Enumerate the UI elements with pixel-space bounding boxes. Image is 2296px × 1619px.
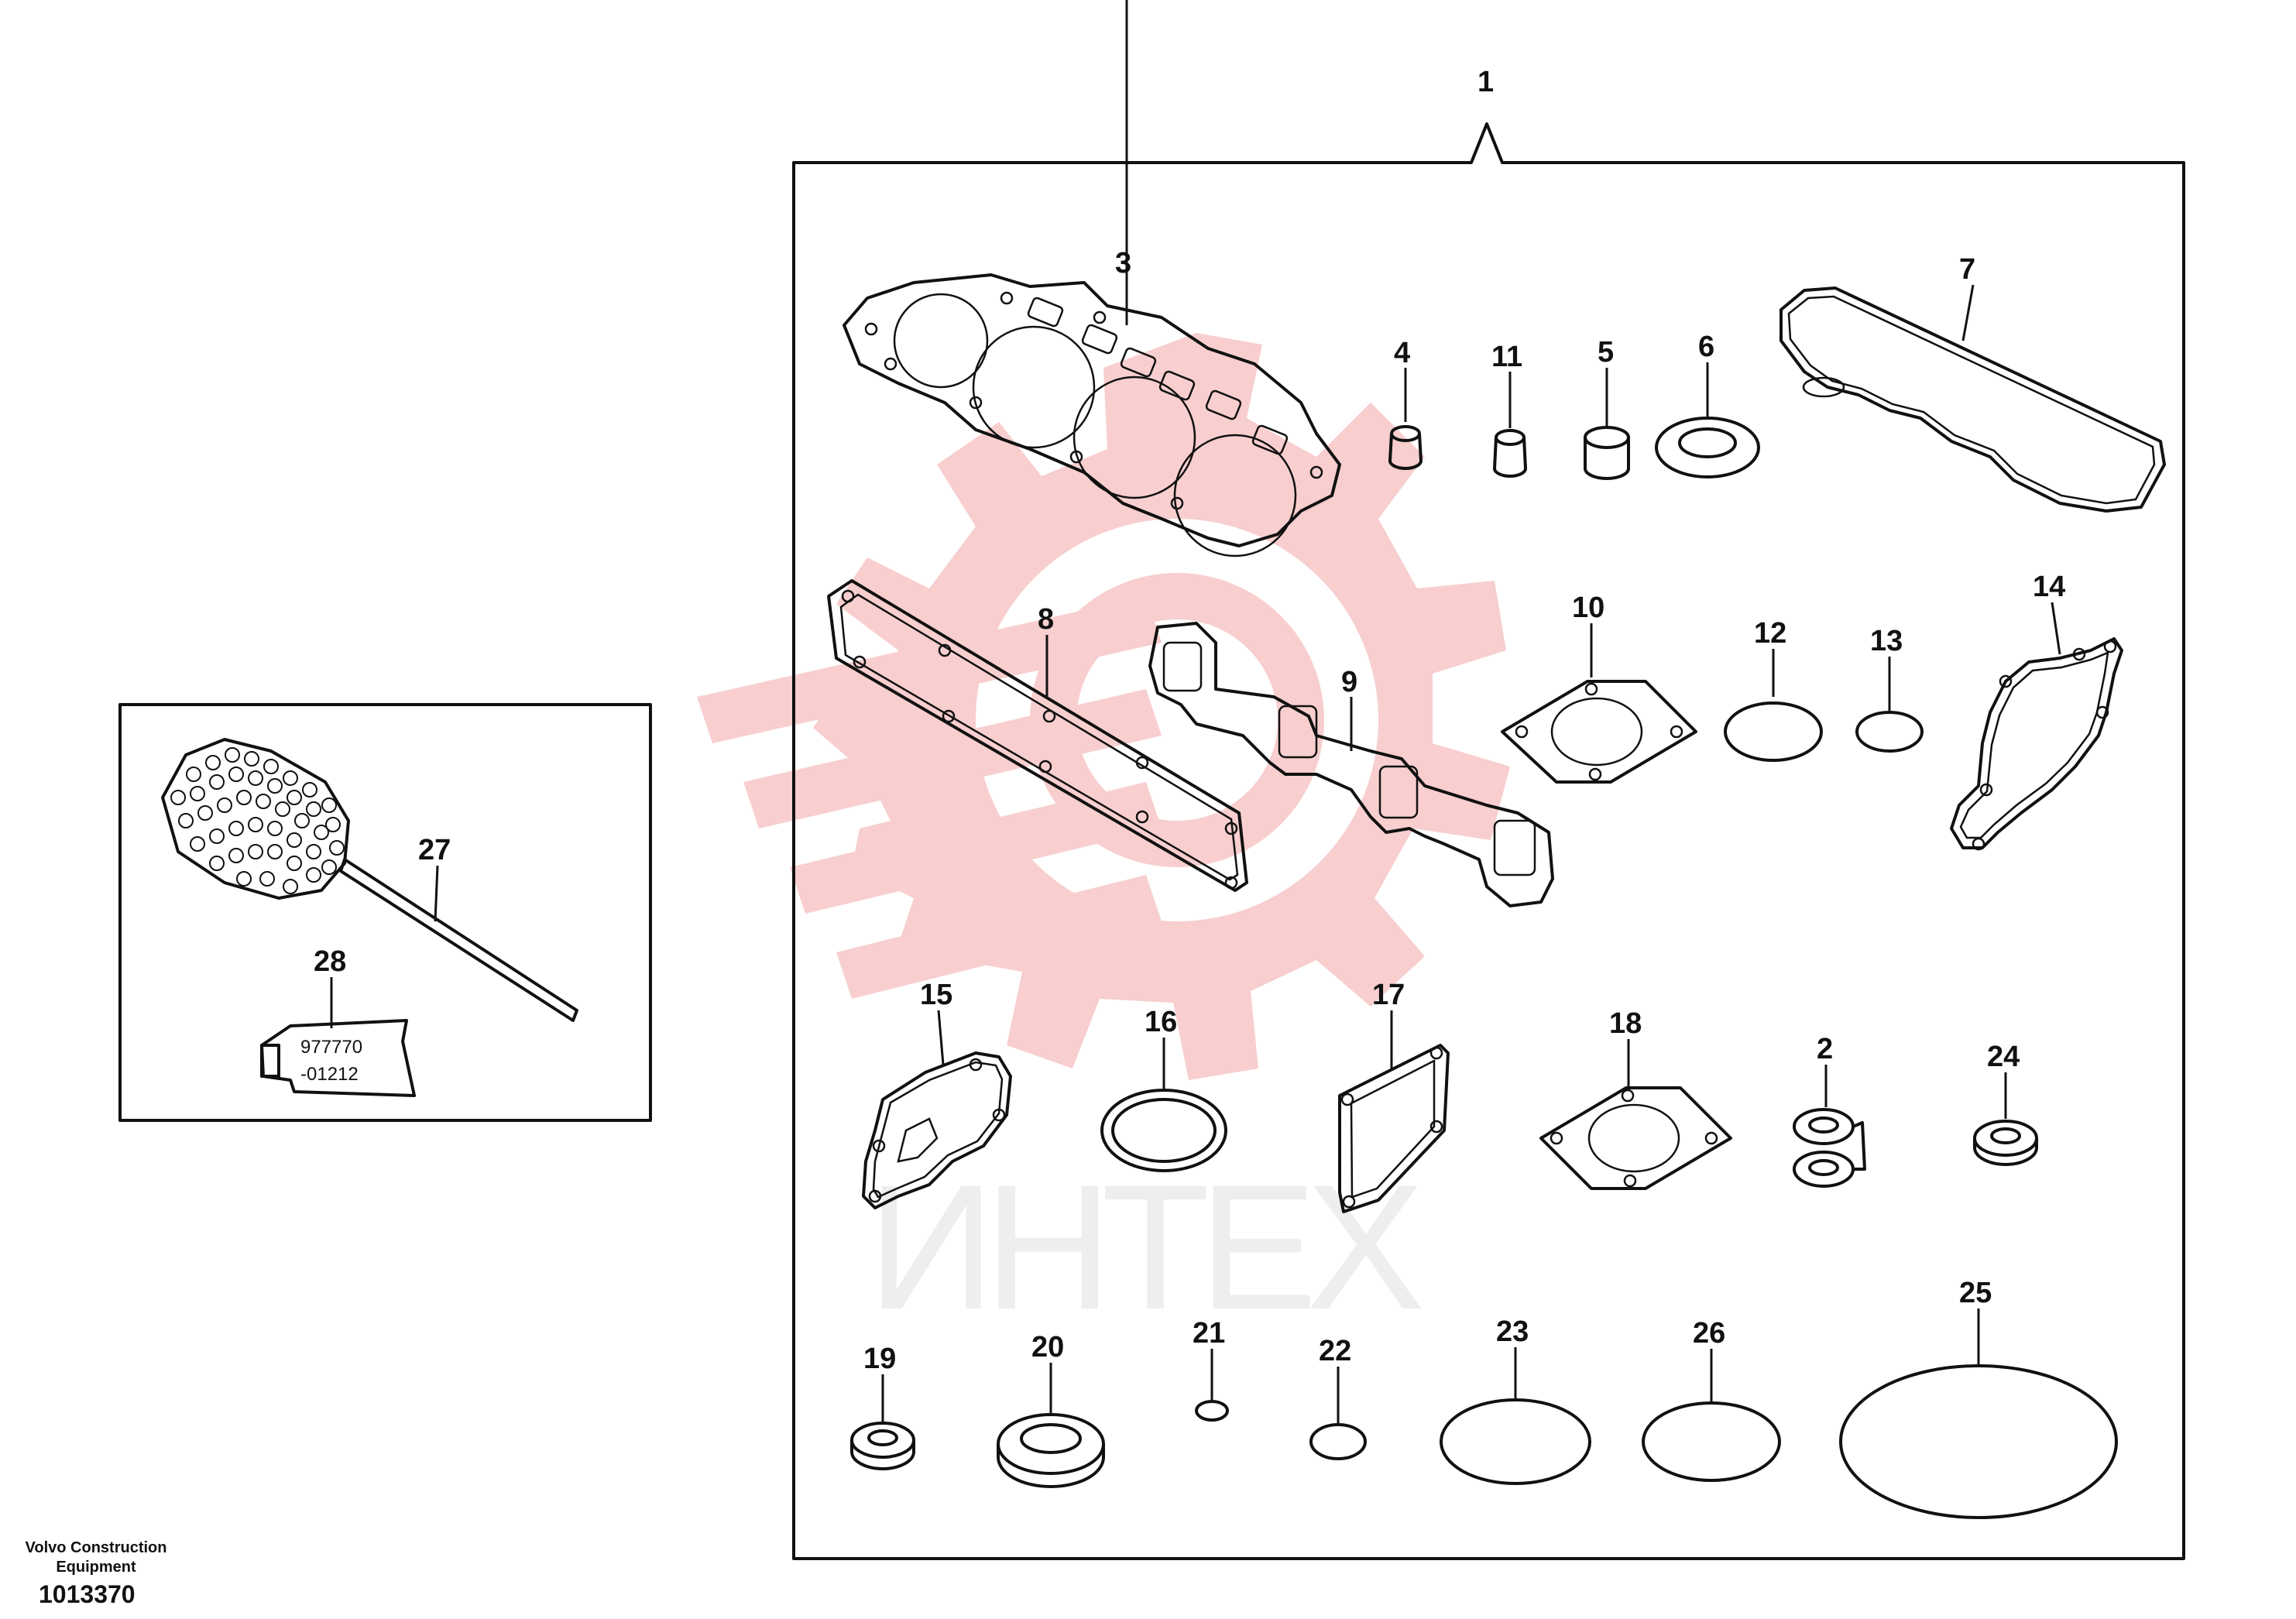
o-ring-22: 22 — [1309, 1335, 1367, 1460]
o-ring-23: 23 — [1440, 1315, 1591, 1485]
tube-label-line2: -01212 — [300, 1064, 359, 1085]
washer-24: 24 — [1973, 1041, 2038, 1166]
part-label-27: 27 — [418, 834, 451, 866]
part-label-17: 17 — [1372, 979, 1405, 1011]
watermark-text: ИНТЕХ — [867, 1147, 1425, 1346]
part-label-2: 2 — [1817, 1033, 1833, 1065]
part-label-9: 9 — [1341, 666, 1357, 698]
part-label-6: 6 — [1698, 331, 1714, 363]
watermark-gear-logo: ИНТЕХ — [697, 333, 1510, 1346]
part-label-21: 21 — [1193, 1317, 1225, 1350]
o-ring-16: 16 — [1100, 1006, 1227, 1172]
bushing-5: 5 — [1584, 336, 1630, 480]
valve-stem-seal-11: 11 — [1491, 341, 1527, 478]
part-label-1: 1 — [1477, 66, 1494, 98]
part-label-28: 28 — [314, 945, 346, 978]
part-label-8: 8 — [1038, 603, 1054, 636]
document-number: 1013370 — [39, 1580, 136, 1608]
gasket-17: 17 — [1338, 979, 1450, 1213]
part-label-4: 4 — [1394, 337, 1410, 369]
part-label-5: 5 — [1598, 336, 1614, 369]
o-ring-26: 26 — [1642, 1317, 1781, 1482]
water-pump-gasket: 14 — [1950, 571, 2123, 851]
part-label-19: 19 — [863, 1343, 896, 1375]
seal-2: 2 — [1793, 1033, 1866, 1188]
part-label-11: 11 — [1491, 341, 1522, 373]
gasket-18: 18 — [1539, 1007, 1732, 1190]
part-label-26: 26 — [1693, 1317, 1725, 1350]
part-label-22: 22 — [1319, 1335, 1351, 1367]
part-label-14: 14 — [2033, 571, 2065, 603]
part-label-7: 7 — [1959, 253, 1975, 286]
valve-stem-seal-4: 4 — [1388, 337, 1423, 470]
valve-cover-gasket: 7 — [1779, 253, 2166, 513]
part-label-20: 20 — [1031, 1331, 1064, 1363]
part-label-12: 12 — [1754, 617, 1786, 650]
part-label-25: 25 — [1959, 1277, 1992, 1309]
part-label-10: 10 — [1572, 592, 1604, 624]
part-label-15: 15 — [920, 979, 952, 1011]
kit-frame: 1 — [792, 66, 2185, 1560]
grease-tube: 977770 -01212 28 — [260, 945, 416, 1097]
cylinder-hone-brush: 27 — [161, 738, 578, 1022]
part-label-23: 23 — [1496, 1315, 1529, 1348]
washer-19: 19 — [850, 1343, 915, 1470]
exhaust-manifold-gasket: 9 — [1148, 622, 1554, 907]
part-label-18: 18 — [1609, 1007, 1642, 1040]
o-ring-12: 12 — [1724, 617, 1823, 762]
washer-20: 20 — [997, 1331, 1105, 1488]
o-ring-13: 13 — [1855, 625, 1924, 753]
washer-6: 6 — [1655, 331, 1760, 478]
part-label-13: 13 — [1870, 625, 1903, 657]
part-label-3: 3 — [1115, 247, 1131, 280]
company-name: Volvo Construction Equipment — [25, 1539, 167, 1576]
tube-label-line1: 977770 — [300, 1037, 362, 1058]
part-label-16: 16 — [1145, 1006, 1177, 1038]
gasket-15: 15 — [862, 979, 1012, 1209]
o-ring-21: 21 — [1193, 1317, 1229, 1422]
intake-manifold-gasket: 8 — [827, 579, 1248, 892]
part-label-24: 24 — [1987, 1041, 2020, 1073]
gasket-10: 10 — [1501, 592, 1697, 784]
tool-inset-frame — [118, 703, 652, 1122]
cylinder-head-gasket: 3 — [843, 0, 1341, 557]
o-ring-25: 25 — [1839, 1277, 2118, 1519]
